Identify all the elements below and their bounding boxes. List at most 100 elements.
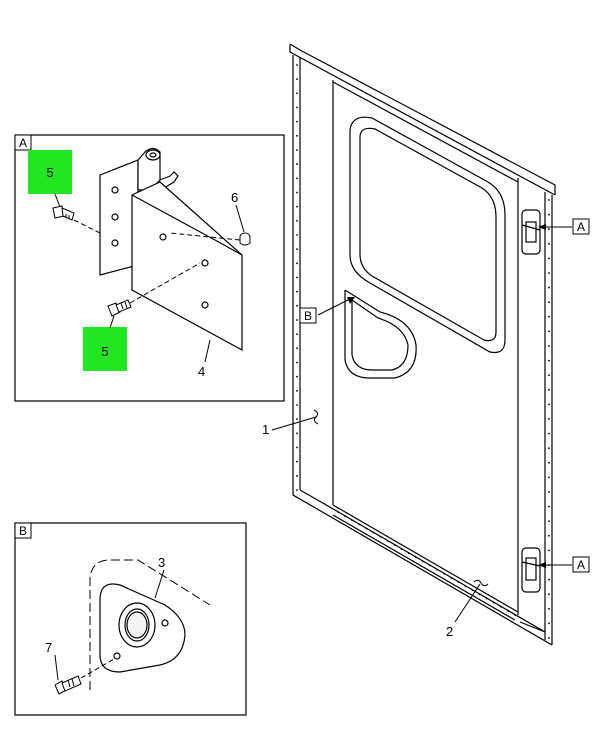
rivet-dot <box>548 461 550 464</box>
screw-7 <box>54 658 115 695</box>
rivet-dot <box>436 568 439 571</box>
rivet-dot <box>548 388 550 391</box>
rivet-dot <box>296 120 298 123</box>
rivet-dot <box>296 276 298 279</box>
rivet-dot <box>548 199 550 201</box>
detail-b-panel: B 7 3 <box>14 522 247 716</box>
rivet-dot <box>548 593 550 596</box>
rivet-dot <box>296 446 298 449</box>
door-assembly <box>289 43 556 646</box>
screw-5-bottom <box>107 262 201 317</box>
item-6-label: 6 <box>231 190 238 205</box>
rivet-dot <box>379 535 382 538</box>
rivet-dot <box>548 637 550 639</box>
rivet-dot <box>296 460 298 463</box>
rivet-dot <box>514 614 516 616</box>
rivet-dot <box>548 403 550 406</box>
rivet-dot <box>499 605 502 608</box>
rivet-dot <box>344 515 346 518</box>
item-5-bottom-label: 5 <box>101 344 108 359</box>
rivet-dot <box>548 301 550 304</box>
rivet-dot <box>548 418 550 420</box>
rivet-dot <box>464 585 467 588</box>
item-1-label: 1 <box>262 422 269 437</box>
hinge-part <box>99 147 243 352</box>
item-2-label: 2 <box>446 624 453 639</box>
rivet-dot <box>296 163 298 166</box>
rivet-dot <box>485 597 488 600</box>
rivet-dot <box>548 505 550 508</box>
rivet-dot <box>296 361 298 364</box>
rivet-dot <box>296 64 298 66</box>
rivet-dot <box>296 92 298 95</box>
nut-6 <box>169 204 251 246</box>
rivet-dot <box>407 552 410 555</box>
rivet-dot <box>296 191 298 194</box>
item-4-label: 4 <box>198 364 205 379</box>
rivet-dot <box>548 359 550 362</box>
rivet-dot <box>296 333 298 336</box>
screw-5-top <box>52 205 101 234</box>
rivet-dot <box>296 78 298 81</box>
rivet-dot <box>548 272 550 274</box>
door-hinge-lower <box>521 547 541 593</box>
rivet-dot <box>414 556 417 559</box>
rivet-dot <box>548 228 550 231</box>
ref-a-upper-label: A <box>577 220 585 234</box>
rivet-dot <box>548 374 550 377</box>
rivet-dot <box>492 601 495 604</box>
rivet-dot <box>548 607 550 610</box>
rivet-dot <box>548 520 550 523</box>
rivet-dot <box>548 476 550 479</box>
rivet-dot <box>548 330 550 333</box>
ref-b-callout: B <box>299 297 355 324</box>
item-3-label: 3 <box>158 555 165 570</box>
rivet-dot <box>548 447 550 450</box>
rivet-dot <box>296 290 298 293</box>
rivet-dot <box>296 474 298 477</box>
rivet-dot <box>296 418 298 421</box>
rivet-dot <box>351 519 354 522</box>
rivet-dot <box>296 319 298 321</box>
rivet-dot <box>450 577 453 579</box>
detail-a-tag: A <box>19 136 27 150</box>
rivet-dot <box>358 523 361 526</box>
rivet-dot <box>422 560 424 563</box>
rivet-dot <box>296 389 298 392</box>
rivet-dot <box>548 257 550 260</box>
door-hinge-upper <box>521 209 541 255</box>
rivet-dot <box>548 315 550 318</box>
rivet-dot <box>296 262 298 265</box>
detail-b-tag: B <box>19 524 27 538</box>
item-7-label: 7 <box>45 640 52 655</box>
rivet-dot <box>296 489 298 491</box>
rivet-dot <box>372 531 375 534</box>
rivet-dot <box>337 511 339 513</box>
ref-a-lower-callout: A <box>538 556 590 573</box>
rivet-dot <box>548 286 550 289</box>
rivet-dot <box>296 375 298 378</box>
rivet-dot <box>471 589 474 592</box>
rivet-dot <box>296 149 298 151</box>
rivet-dot <box>548 491 550 493</box>
door-rivets <box>296 64 550 639</box>
ref-a-upper-callout: A <box>538 218 590 235</box>
rivet-dot <box>296 219 298 222</box>
rivet-dot <box>386 539 389 542</box>
rivet-dot <box>548 213 550 216</box>
item-5-top-label: 5 <box>46 165 53 180</box>
ref-b-label: B <box>304 309 312 323</box>
rivet-dot <box>548 534 550 537</box>
rivet-dot <box>296 248 298 251</box>
rivet-dot <box>393 544 396 546</box>
rivet-dot <box>457 581 460 583</box>
rivet-dot <box>429 564 431 567</box>
rivet-dot <box>443 572 446 575</box>
rivet-dot <box>296 432 298 435</box>
rivet-dot <box>548 345 550 347</box>
rivet-dot <box>548 578 550 581</box>
rivet-dot <box>365 527 368 530</box>
rivet-dot <box>296 347 298 350</box>
rivet-dot <box>296 205 298 208</box>
